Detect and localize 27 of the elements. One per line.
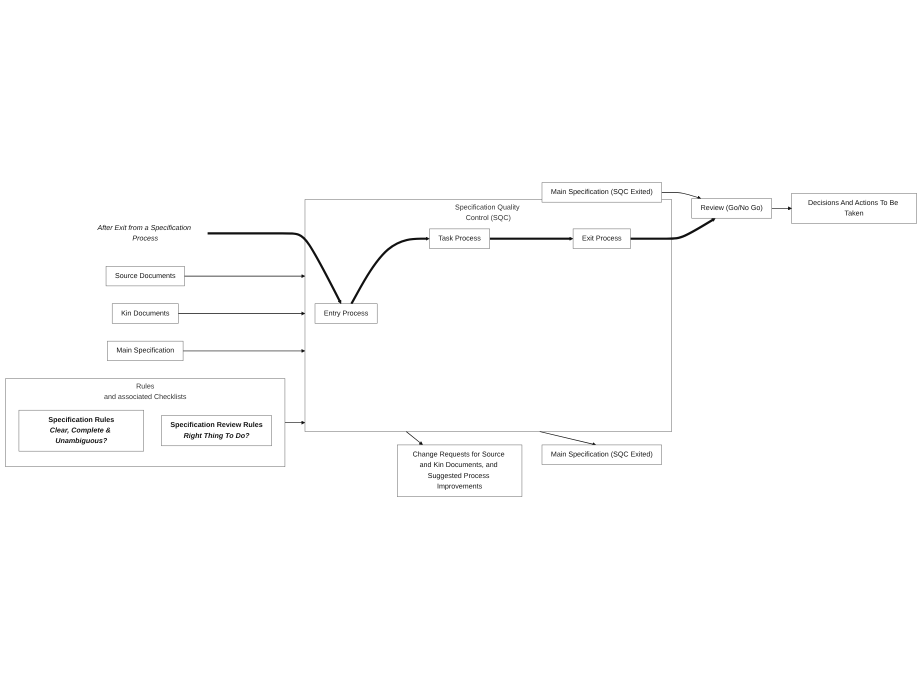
arrow <box>182 348 306 353</box>
arrow <box>284 420 306 425</box>
arrow <box>771 206 792 210</box>
node-box <box>429 228 490 249</box>
node-box <box>397 444 522 497</box>
node-box <box>542 444 662 465</box>
node-box <box>18 410 144 452</box>
arrow <box>350 236 430 304</box>
arrow <box>184 274 306 278</box>
arrow <box>661 192 702 200</box>
node-box <box>791 192 917 224</box>
node-box <box>314 303 378 324</box>
arrow <box>539 431 596 446</box>
node-box <box>161 415 272 446</box>
node-box <box>572 228 631 249</box>
arrow <box>406 431 423 446</box>
node-box <box>106 266 185 286</box>
node-box <box>112 303 179 324</box>
cluster <box>304 199 672 432</box>
arrow <box>178 311 306 316</box>
arrow <box>208 232 342 304</box>
arrow <box>630 218 716 240</box>
node-box <box>691 198 772 218</box>
arrow <box>490 236 574 241</box>
cluster <box>5 378 286 467</box>
node-box <box>107 340 184 361</box>
node-box <box>542 182 662 202</box>
